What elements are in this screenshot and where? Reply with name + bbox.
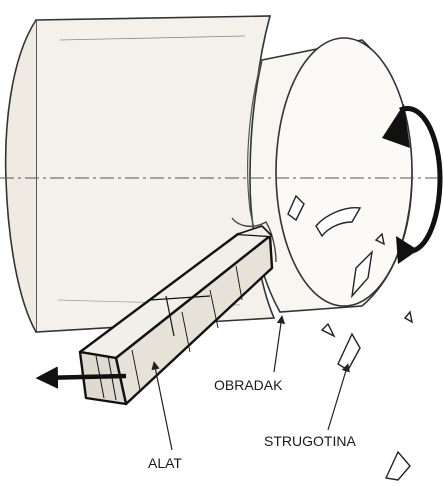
chip [350,249,374,299]
workpiece-leader [273,315,286,373]
feed-arrow-icon [35,366,127,389]
chips-group [287,194,413,481]
chip [384,450,411,481]
chip [337,332,361,371]
tool-leader [151,361,173,451]
label-chips: STRUGOTINA [264,433,356,449]
chip [287,194,305,222]
rotation-arrow-icon [382,104,443,264]
chip [374,232,385,246]
label-tool: ALAT [148,455,182,471]
chip [315,207,362,238]
label-workpiece: OBRADAK [214,377,283,393]
chips-leader [327,363,350,431]
chip [403,310,413,324]
chip [320,322,336,338]
